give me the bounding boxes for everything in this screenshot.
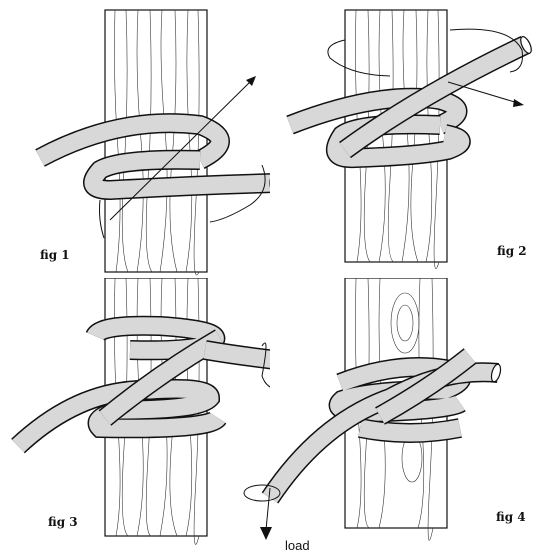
fig2-label: fig 2 xyxy=(497,244,527,258)
fig1-illustration xyxy=(0,0,270,278)
fig2-illustration xyxy=(270,0,539,278)
pole xyxy=(105,10,207,275)
rope xyxy=(40,123,270,192)
fig3-label: fig 3 xyxy=(48,515,78,529)
load-label: load xyxy=(285,538,310,553)
fig4-illustration xyxy=(230,278,539,556)
fig1-label: fig 1 xyxy=(40,248,70,262)
fig4-label: fig 4 xyxy=(496,510,526,524)
